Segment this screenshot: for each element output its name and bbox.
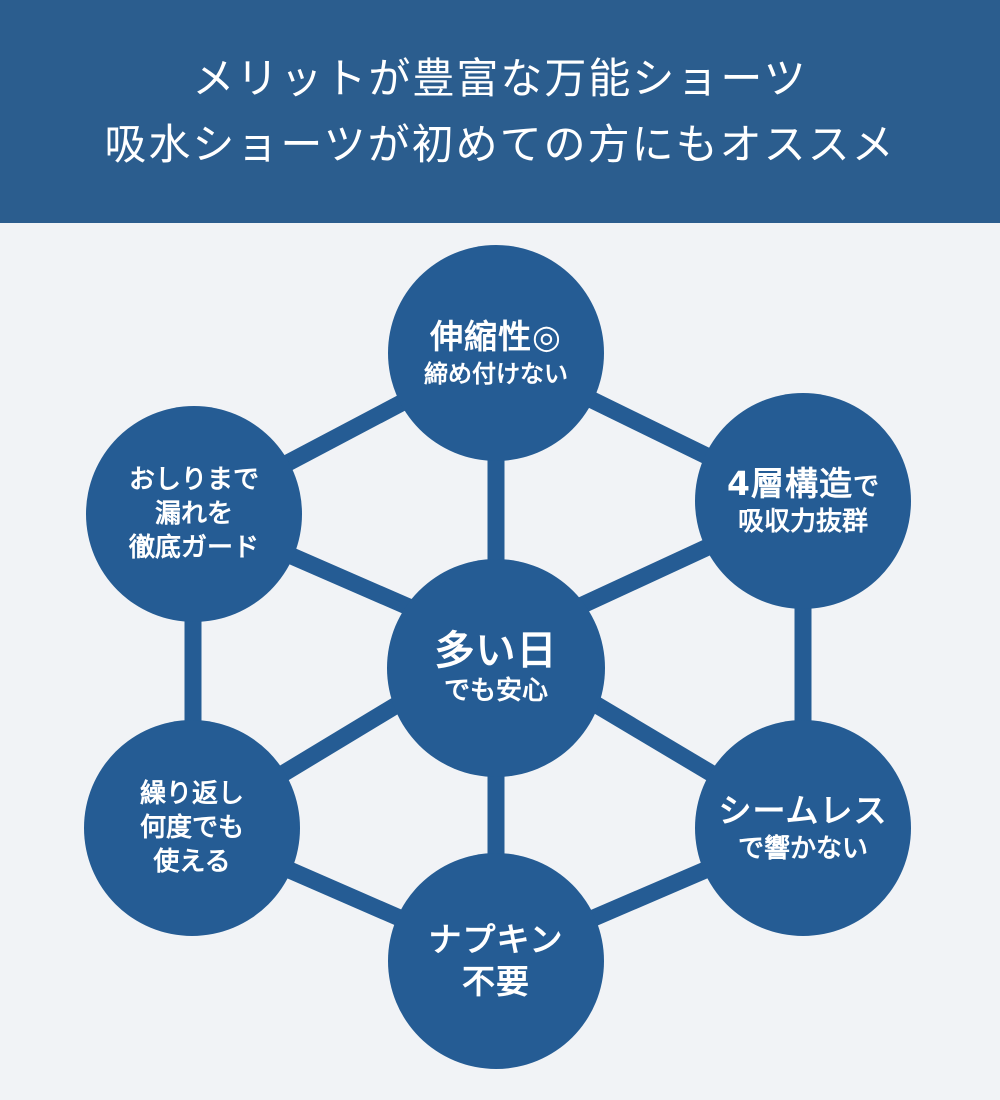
node-top-title: 伸縮性◎ (430, 317, 562, 356)
node-center-subtitle: でも安心 (443, 676, 548, 706)
node-lower-right: シームレス で響かない (695, 720, 911, 936)
node-upper-left: おしりまで 漏れを 徹底ガード (86, 406, 302, 622)
node-center-title: 多い日 (434, 628, 558, 674)
node-upper-left-line2: 漏れを (154, 499, 233, 529)
node-upper-right-subtitle: 吸収力抜群 (737, 507, 868, 537)
node-upper-right-title-suffix: で (852, 472, 879, 502)
node-upper-right-title-main: 4層構造 (727, 464, 853, 503)
node-top: 伸縮性◎ 締め付けない (388, 245, 604, 461)
node-lower-right-subtitle: で響かない (737, 834, 868, 864)
node-lower-left: 繰り返し 何度でも 使える (84, 720, 300, 936)
node-bottom-subtitle: 不要 (462, 962, 530, 1001)
node-lower-right-title: シームレス (718, 791, 888, 830)
node-upper-left-line1: おしりまで (128, 465, 259, 495)
node-lower-left-line3: 使える (153, 847, 231, 877)
header-title-line2: 吸水ショーツが初めての方にもオススメ (104, 119, 896, 169)
node-lower-left-line1: 繰り返し (139, 779, 244, 809)
node-upper-left-line3: 徹底ガード (128, 533, 259, 563)
node-bottom-title: ナプキン (428, 920, 564, 959)
node-bottom: ナプキン 不要 (388, 853, 604, 1069)
node-center: 多い日 でも安心 (387, 559, 605, 777)
node-top-subtitle: 締め付けない (424, 360, 568, 388)
header-banner: メリットが豊富な万能ショーツ 吸水ショーツが初めての方にもオススメ (0, 0, 1000, 223)
node-lower-left-line2: 何度でも (139, 813, 244, 843)
header-title-line1: メリットが豊富な万能ショーツ (192, 53, 808, 103)
node-upper-right: 4層構造で 吸収力抜群 (695, 393, 911, 609)
benefit-diagram: 伸縮性◎ 締め付けない 4層構造で 吸収力抜群 シームレス で響かない ナプキン… (0, 223, 1000, 1100)
node-upper-right-title: 4層構造で (727, 463, 879, 505)
